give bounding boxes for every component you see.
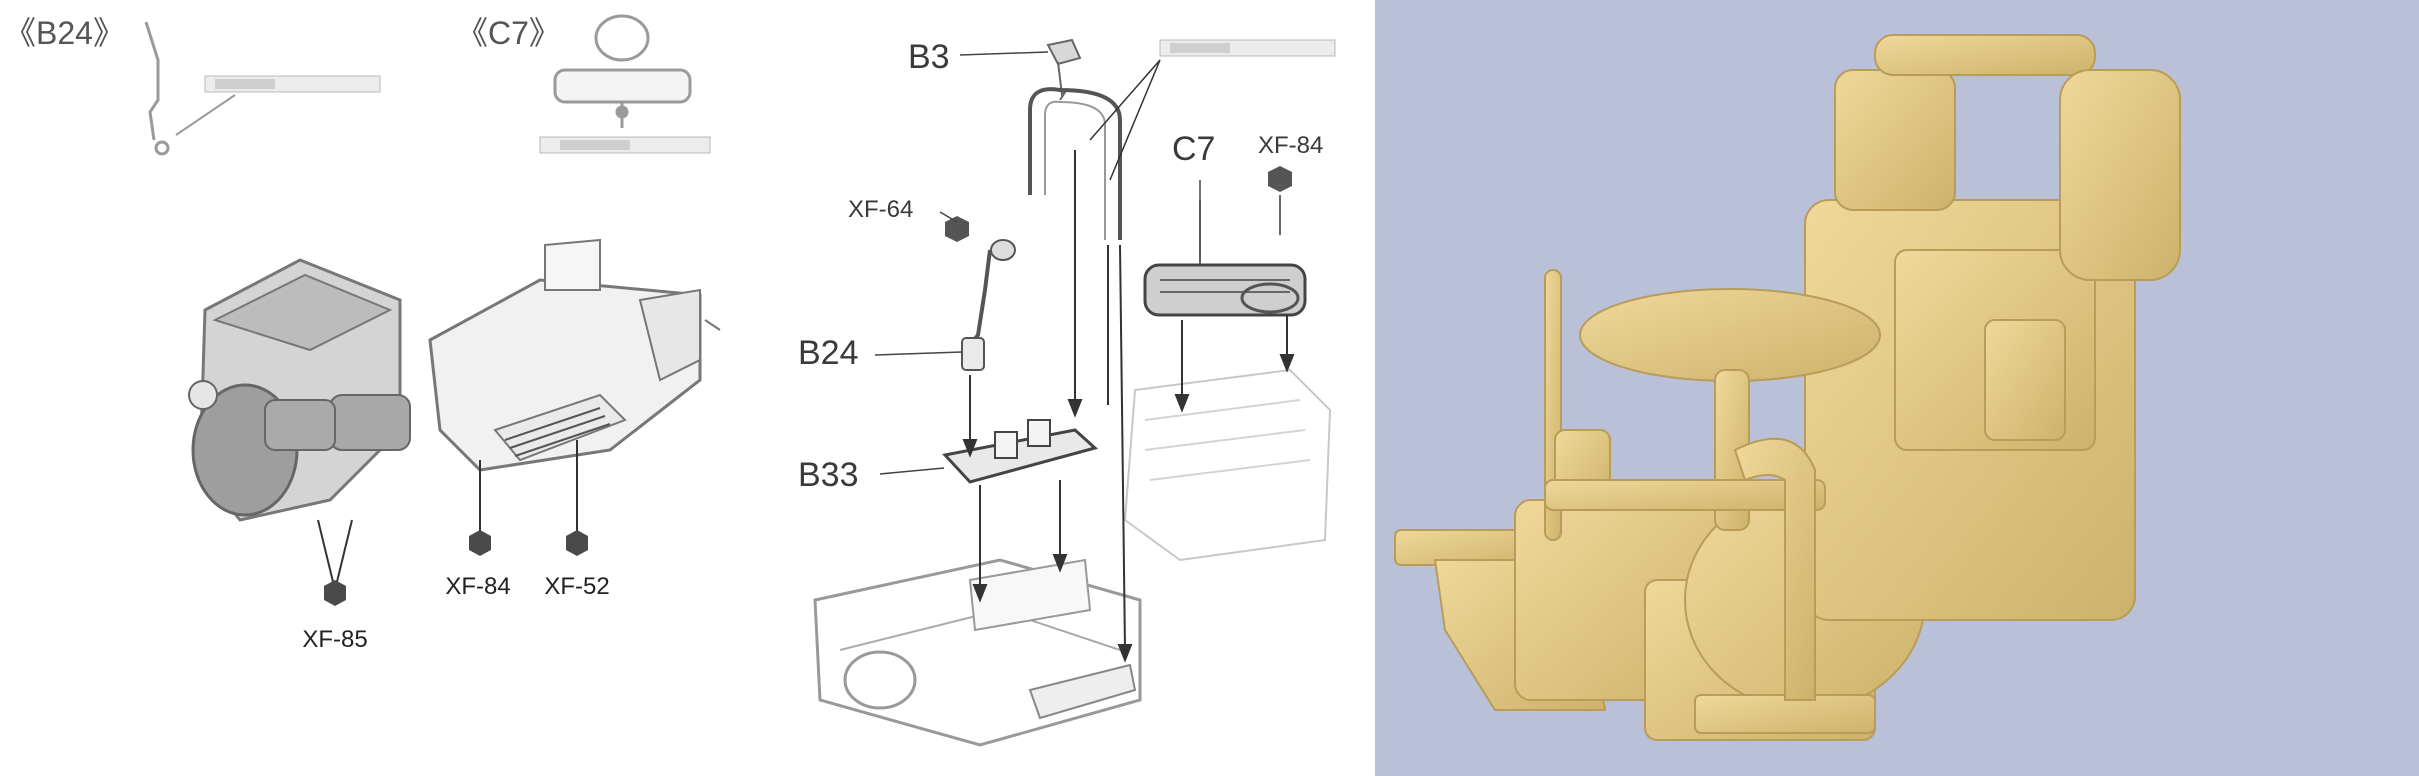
b24-part-detail — [144, 21, 236, 156]
c7-sprue-runner — [539, 136, 711, 154]
part-label-b33: B33 — [798, 456, 859, 494]
instruction-sheet: 《B24》 《C7》 — [4, 14, 1336, 747]
paint-code-xf-84-step2: XF-84 — [1258, 132, 1323, 159]
part-label-b3: B3 — [908, 38, 950, 76]
paint-marker-xf-85: XF-85 — [302, 580, 368, 653]
b24-sprue-runner — [204, 75, 381, 93]
paint-marker-xf-52: XF-52 — [544, 530, 610, 600]
paint-code-xf-85: XF-85 — [302, 626, 367, 653]
instruction-drawing: 《B24》 《C7》 — [4, 14, 1336, 747]
part-label-c7: C7 — [1172, 130, 1215, 168]
step2-assembly-arrows — [962, 59, 1295, 663]
engine-model — [1394, 34, 2181, 741]
step2-exploded-view — [813, 38, 1336, 747]
c7-part-detail — [553, 14, 692, 128]
assembled-model-photo — [1375, 0, 2419, 776]
step1-engine-sketch — [188, 238, 721, 522]
paint-marker-xf-84: XF-84 — [445, 530, 511, 600]
model-illustration — [1394, 34, 2181, 741]
paint-code-xf-84: XF-84 — [445, 573, 510, 600]
sprue-header-b24: 《B24》 — [4, 15, 125, 51]
part-label-b24: B24 — [798, 334, 859, 372]
sprue-header-c7: 《C7》 — [456, 15, 561, 51]
paint-code-xf-52: XF-52 — [544, 573, 609, 600]
step2-leader-lines — [874, 51, 1201, 475]
paint-code-xf-64: XF-64 — [848, 196, 913, 223]
